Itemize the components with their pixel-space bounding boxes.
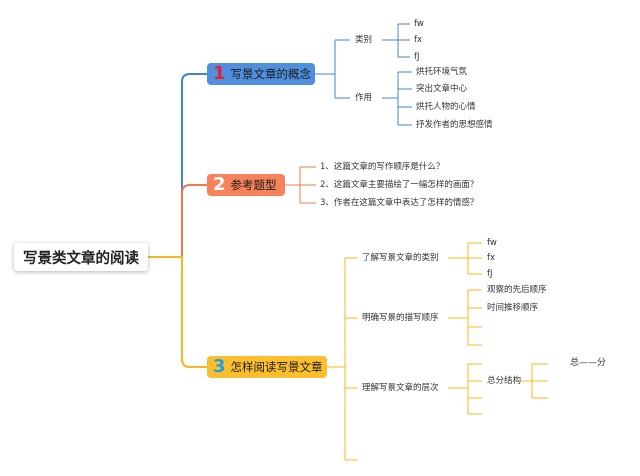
branch-how-to-read[interactable]: 3 怎样阅读写景文章 — [207, 356, 327, 378]
leaf[interactable]: 突出文章中心 — [416, 84, 468, 94]
branch-question-types[interactable]: 2 参考题型 — [207, 174, 285, 196]
node-category[interactable]: 类别 — [355, 35, 373, 45]
branch-label: 怎样阅读写景文章 — [230, 360, 323, 374]
branch-label: 参考题型 — [230, 178, 277, 192]
node-description-order[interactable]: 明确写景的描写顺序 — [362, 313, 439, 323]
leaf[interactable]: fJ — [414, 52, 420, 62]
branch-number: 2 — [213, 174, 226, 195]
branch2-connectors — [285, 166, 316, 204]
branch1-connectors — [315, 23, 412, 126]
connector-root-b2 — [148, 184, 207, 258]
node-understand-layers[interactable]: 理解写景文章的层次 — [362, 383, 439, 393]
branch3-connectors — [327, 242, 548, 461]
leaf[interactable]: 观察的先后顺序 — [487, 285, 547, 295]
leaf[interactable]: fw — [414, 19, 424, 29]
leaf[interactable]: 时间推移顺序 — [487, 303, 539, 313]
question-item[interactable]: 3、作者在这篇文章中表达了怎样的情感？ — [320, 198, 479, 208]
leaf[interactable]: fx — [414, 35, 423, 45]
connector-root-b3 — [148, 256, 207, 368]
branch-label: 写景文章的概念 — [230, 67, 312, 81]
branch-number: 3 — [213, 356, 226, 377]
node-understand-categories[interactable]: 了解写景文章的类别 — [362, 253, 439, 263]
question-item[interactable]: 2、这篇文章主要描绘了一幅怎样的画面？ — [320, 180, 479, 190]
leaf-total-to-part[interactable]: 总——分 — [570, 358, 607, 368]
leaf[interactable]: 总分结构 — [487, 376, 522, 386]
node-function[interactable]: 作用 — [355, 93, 373, 103]
leaf[interactable]: 抒发作者的思想感情 — [416, 120, 493, 130]
connector-root-b1 — [148, 73, 207, 258]
root-topic[interactable]: 写景类文章的阅读 — [14, 243, 148, 271]
branch-concept[interactable]: 1 写景文章的概念 — [207, 63, 315, 85]
leaf[interactable]: fx — [487, 253, 496, 263]
branch-number: 1 — [213, 63, 226, 84]
question-item[interactable]: 1、这篇文章的写作顺序是什么？ — [320, 162, 445, 172]
leaf[interactable]: 烘托环境气氛 — [416, 67, 468, 77]
leaf[interactable]: fJ — [487, 269, 493, 279]
leaf[interactable]: 烘托人物的心情 — [416, 102, 476, 112]
leaf[interactable]: fw — [487, 238, 497, 248]
